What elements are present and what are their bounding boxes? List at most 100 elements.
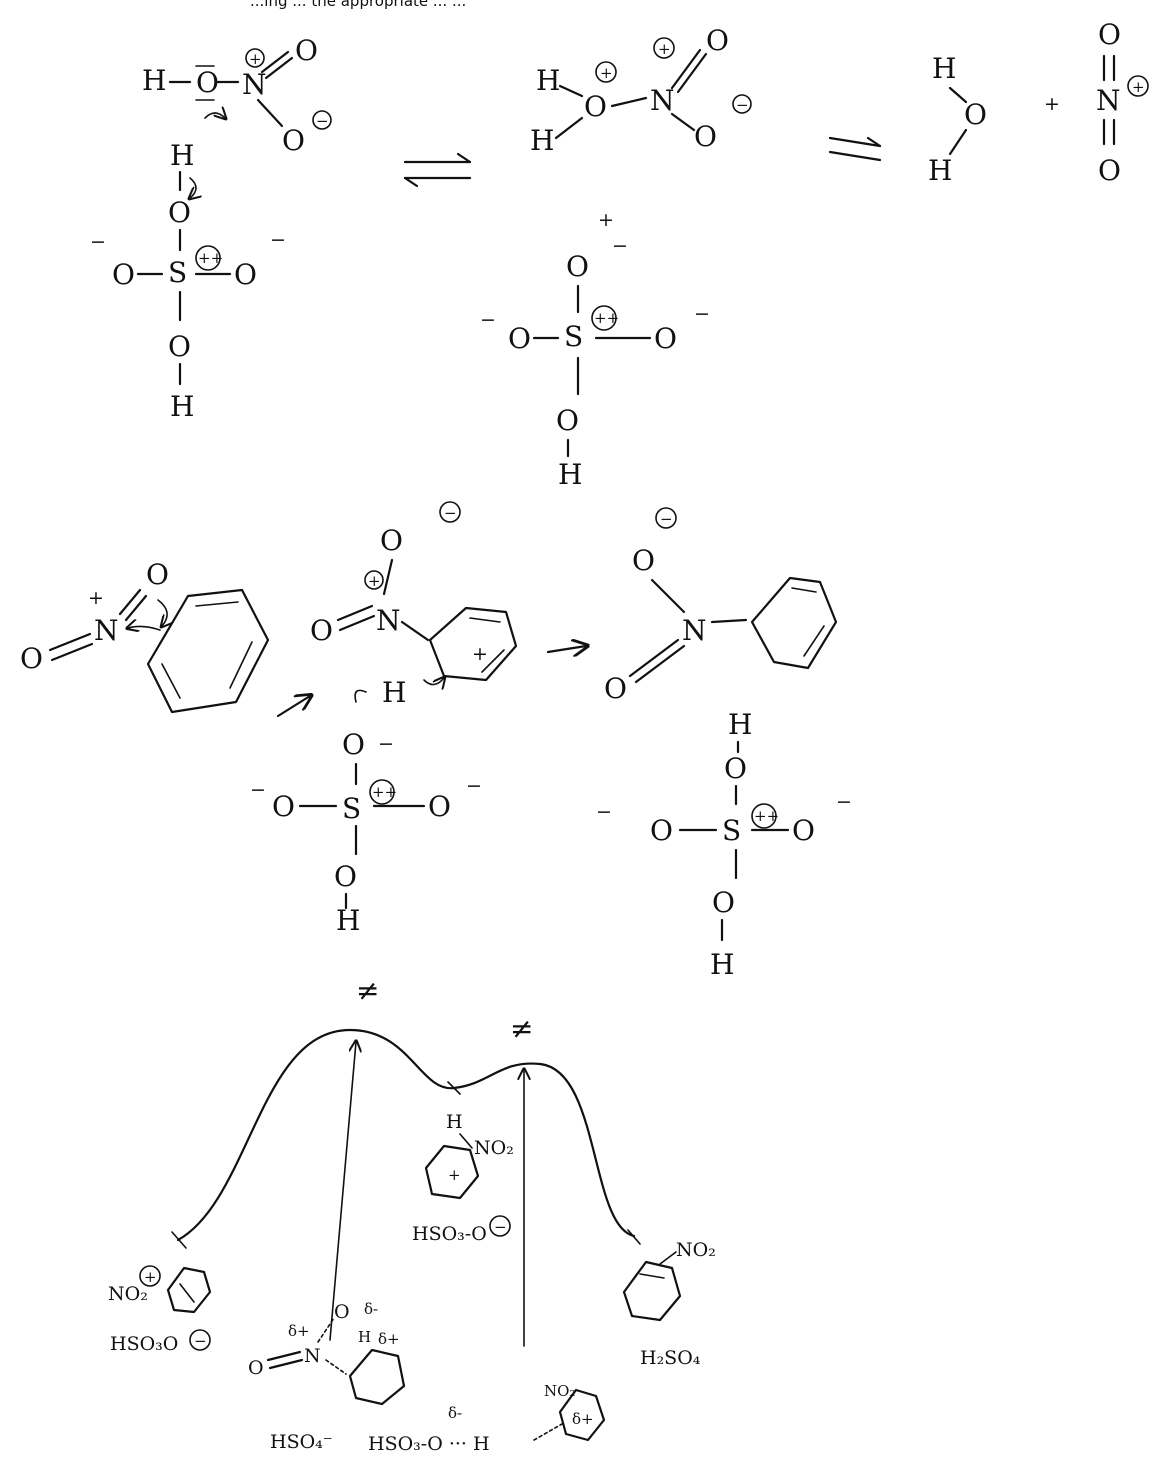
ts1-delta-minus: δ- xyxy=(364,1300,378,1318)
cut-header: ...ing ... the appropriate ... ... xyxy=(250,0,466,10)
int-h: H xyxy=(446,1111,463,1133)
sa1-h-bottom: H xyxy=(170,390,194,423)
pn-o2-minus: − xyxy=(736,96,749,114)
sulfuric-acid-2: H O S ++ O − O − O H xyxy=(596,708,852,981)
no2-o-bottom: O xyxy=(1098,154,1121,187)
prod-h2so4: H₂SO₄ xyxy=(640,1347,701,1369)
n2-n: N xyxy=(94,614,119,647)
energy-profile-curve xyxy=(176,1028,636,1242)
bs2-s: S xyxy=(342,792,361,825)
sa2-o-left: O xyxy=(650,814,673,847)
bs1-plus: + xyxy=(598,209,614,231)
int-ring-plus: + xyxy=(448,1166,461,1184)
pn-o-plus: + xyxy=(600,64,613,82)
ts2-no2: NO₂ xyxy=(544,1382,575,1400)
pn-h2: H xyxy=(530,124,554,157)
sa1-o-top: O xyxy=(168,196,191,229)
sa1-s-charge: ++ xyxy=(198,249,223,267)
sc-n: N xyxy=(376,604,401,637)
ts1-hso4: HSO₄⁻ xyxy=(270,1431,333,1453)
water-h2: H xyxy=(928,154,952,187)
sa1-s: S xyxy=(168,256,187,289)
sa2-o-right: O xyxy=(792,814,815,847)
prod-no2: NO₂ xyxy=(676,1239,716,1261)
bs1-o-left-minus: − xyxy=(480,309,496,331)
sc-n-plus: + xyxy=(368,572,381,590)
sc-o-top: O xyxy=(380,524,403,557)
ts1-structure: O δ- N δ+ O H δ+ HSO₄⁻ xyxy=(248,1300,406,1453)
pn-n-plus: + xyxy=(658,40,671,58)
sa1-o-bottom: O xyxy=(168,330,191,363)
sa2-o-right-minus: − xyxy=(836,791,852,813)
ts2-ring-charge: δ+ xyxy=(572,1410,594,1428)
nb-o-top: O xyxy=(632,544,655,577)
reaction-arrow-2a xyxy=(276,696,310,718)
sc-o-top-minus: − xyxy=(444,504,457,522)
bisulfate-1: + O − S ++ O − O − O H xyxy=(480,209,710,491)
nitric-o2-minus: − xyxy=(316,112,329,130)
int-hso3o: HSO₃-O xyxy=(412,1223,487,1245)
bs1-h: H xyxy=(558,458,582,491)
ts1-o-eq: O xyxy=(248,1357,264,1379)
energy-diagram: ≠ ≠ xyxy=(171,974,641,1347)
pn-n: N xyxy=(650,84,675,117)
water-o: O xyxy=(964,98,987,131)
bs1-o-right-minus: − xyxy=(694,303,710,325)
ts2-delta-minus: δ- xyxy=(448,1404,462,1422)
nitric-o: O xyxy=(196,66,219,99)
sc-ring-plus: + xyxy=(472,643,488,665)
bisulfate-2: O − S ++ O − O − O H xyxy=(250,728,482,937)
ts2-hso3o-h: HSO₃-O ··· H xyxy=(368,1433,490,1455)
ts1-arrow xyxy=(329,1042,356,1341)
nitric-n: N xyxy=(242,68,267,101)
sa2-s-charge: ++ xyxy=(754,807,779,825)
protonated-nitric-acid: H H O + N + O O − xyxy=(530,24,752,157)
water: H O H xyxy=(928,52,987,187)
nitric-n-plus: + xyxy=(249,50,262,68)
bs2-o-left: O xyxy=(272,790,295,823)
ts1-n: N xyxy=(304,1345,321,1367)
nitric-o2: O xyxy=(282,124,305,157)
equilibrium-arrow-1 xyxy=(403,152,472,188)
int-hso3o-minus: − xyxy=(494,1218,507,1236)
nitronium-2: O N + O xyxy=(20,558,169,675)
bs2-o-left-minus: − xyxy=(250,779,266,801)
ts1-delta-plus-ring: δ+ xyxy=(378,1330,400,1348)
plus-sign-1: + xyxy=(1044,93,1060,115)
nb-o-top-minus: − xyxy=(660,510,673,528)
ts2-structure: NO₂ δ+ δ- HSO₃-O ··· H xyxy=(368,1382,606,1455)
bs1-s: S xyxy=(564,320,583,353)
bs1-o-right: O xyxy=(654,322,677,355)
n2-plus: + xyxy=(88,587,104,609)
sa1-o-left: O xyxy=(112,258,135,291)
bs2-o-top: O xyxy=(342,728,365,761)
bs1-o-top-minus: − xyxy=(612,235,628,257)
bs1-o-bottom: O xyxy=(556,404,579,437)
bs1-o-top: O xyxy=(566,250,589,283)
sc-o-left: O xyxy=(310,614,333,647)
reactants-label: NO₂ + HSO₃O − xyxy=(108,1265,212,1355)
bs2-o-right-minus: − xyxy=(466,775,482,797)
ts1-o-top: O xyxy=(334,1301,350,1323)
sa1-o-right: O xyxy=(234,258,257,291)
sc-h: H xyxy=(382,676,406,709)
nb-n: N xyxy=(682,614,707,647)
reaction-arrow-2b xyxy=(546,646,586,652)
sa2-o-top: O xyxy=(724,752,747,785)
react-no2-plus: + xyxy=(144,1268,157,1286)
sa1-h-top: H xyxy=(170,139,194,172)
sulfuric-acid-1: H O S ++ O − O − O H xyxy=(90,139,286,423)
pn-o2: O xyxy=(694,120,717,153)
bs2-s-charge: ++ xyxy=(372,783,397,801)
nitric-h: H xyxy=(142,64,166,97)
react-no2: NO₂ xyxy=(108,1283,148,1305)
pn-o: O xyxy=(584,90,607,123)
pn-h1: H xyxy=(536,64,560,97)
nitronium-1: O N + O xyxy=(1096,18,1149,187)
int-no2: NO₂ xyxy=(474,1137,514,1159)
ts2-mark: ≠ xyxy=(510,1012,533,1045)
benzene-1[interactable] xyxy=(146,588,270,714)
sa2-s: S xyxy=(722,814,741,847)
sa2-h-bottom: H xyxy=(710,948,734,981)
products-label: NO₂ H₂SO₄ xyxy=(622,1239,716,1369)
